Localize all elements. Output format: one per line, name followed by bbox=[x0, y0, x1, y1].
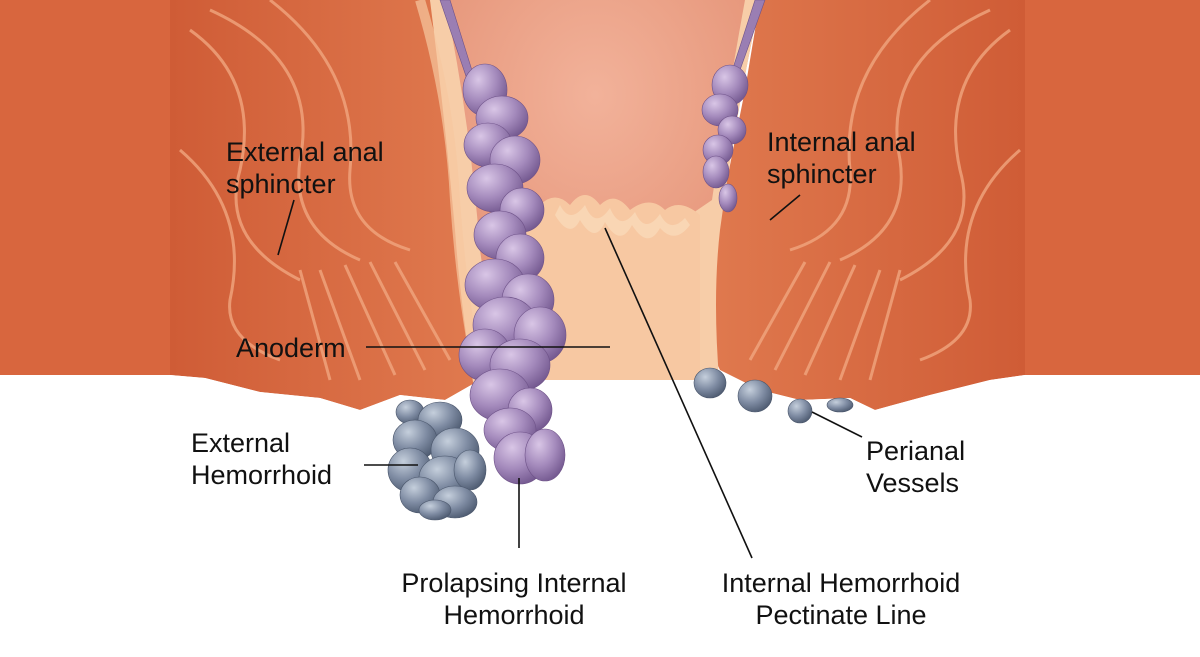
leader-pectinate bbox=[604, 227, 753, 559]
muscle-band-left bbox=[0, 0, 170, 375]
internal-hemorrhoid-right bbox=[701, 0, 766, 213]
label-internal-anal-sphincter: Internal anal sphincter bbox=[767, 127, 916, 189]
muscle-band-right bbox=[1025, 0, 1200, 375]
label-external-hemorrhoid: External Hemorrhoid bbox=[191, 428, 333, 490]
perianal-vessels bbox=[693, 367, 854, 424]
sphincter-lobes-left bbox=[179, 0, 452, 381]
leader-internal-sphincter bbox=[769, 194, 801, 221]
pectinate-line-crypts bbox=[555, 205, 690, 239]
leader-external-sphincter bbox=[277, 199, 295, 256]
perianal-skin bbox=[0, 375, 1200, 657]
label-anoderm: Anoderm bbox=[236, 333, 346, 363]
external-anal-sphincter-left bbox=[170, 0, 480, 410]
label-internal-hemorrhoid-pectinate-line: Internal Hemorrhoid Pectinate Line bbox=[721, 568, 961, 630]
internal-anal-sphincter-right bbox=[700, 0, 1025, 410]
label-prolapsing-internal-hemorrhoid: Prolapsing Internal Hemorrhoid bbox=[401, 568, 627, 630]
label-perianal-vessels: Perianal Vessels bbox=[866, 436, 966, 498]
label-external-anal-sphincter: External anal sphincter bbox=[226, 137, 384, 199]
sphincter-lobes-right bbox=[748, 0, 1021, 381]
leader-lines bbox=[277, 194, 863, 559]
anoderm-right bbox=[690, 0, 760, 390]
leader-perianal bbox=[811, 411, 863, 438]
internal-hemorrhoid-column bbox=[439, 0, 567, 485]
external-hemorrhoid-cluster bbox=[387, 399, 487, 521]
